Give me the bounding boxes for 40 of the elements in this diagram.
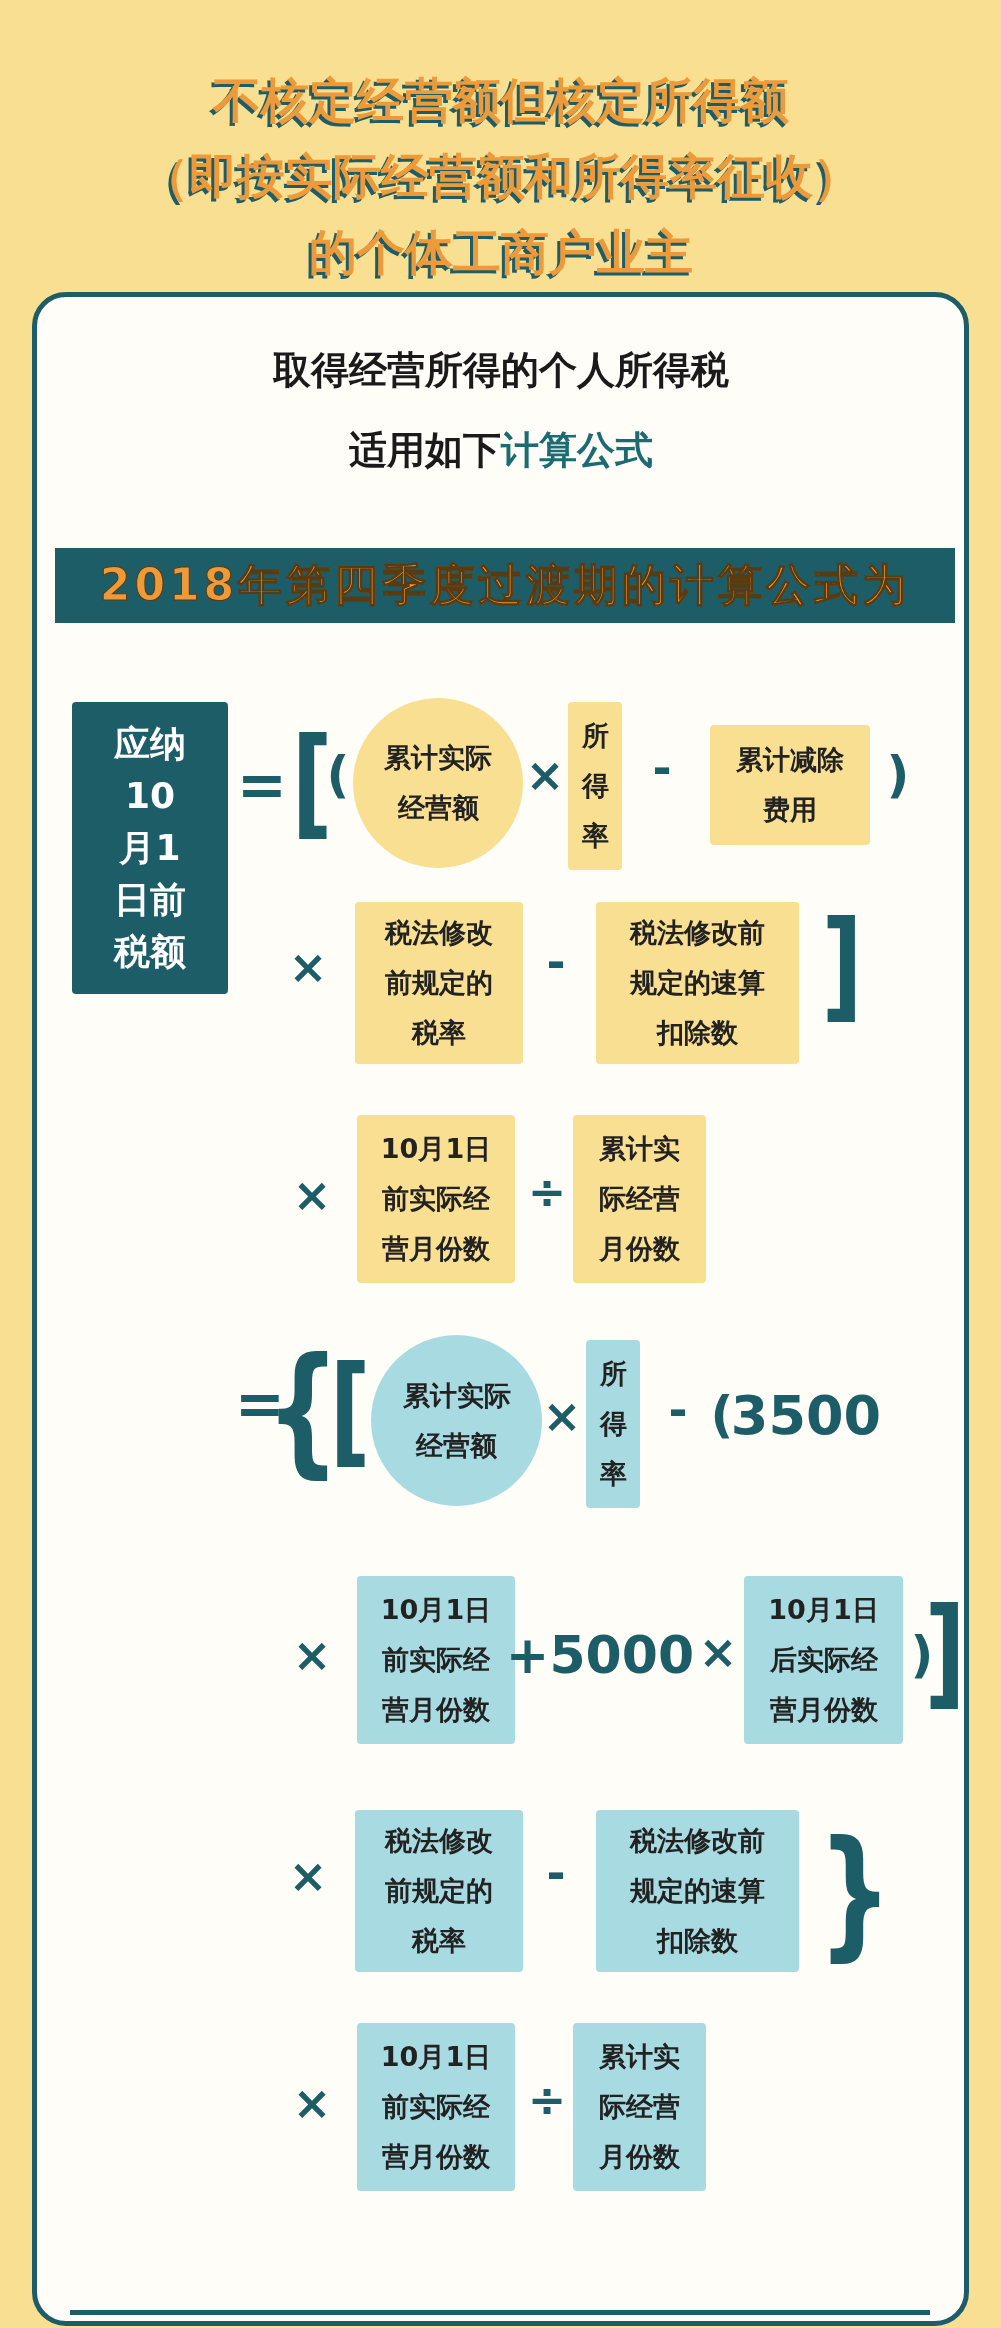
bracket: ): [886, 750, 910, 800]
bracket: }: [817, 1823, 893, 1963]
term-circle: 累计实际经营额: [353, 698, 523, 868]
term-box: 累计实际经营月份数: [573, 2023, 706, 2191]
term-box: 税法修改前规定的税率: [355, 1810, 523, 1972]
operator-sign: ×: [292, 1172, 332, 1218]
operator-sign: ÷: [527, 1169, 567, 1215]
operator-sign: ×: [288, 944, 328, 990]
term-box: 所得率: [568, 702, 622, 870]
operator-sign: ×: [542, 1393, 582, 1439]
card-panel: [32, 292, 969, 2326]
operator-sign: -: [546, 939, 566, 985]
term-box: 10月1日前实际经营月份数: [357, 1115, 515, 1283]
heading-text: 取得经营所得的个人所得税: [271, 347, 730, 394]
term-box: 10月1日前实际经营月份数: [357, 2023, 515, 2191]
operator-sign: ÷: [527, 2077, 567, 2123]
term-circle: 累计实际经营额: [371, 1335, 542, 1506]
operator-sign: ×: [525, 752, 565, 798]
term-box: 税法修改前规定的速算扣除数: [596, 902, 799, 1064]
operator-sign: ×: [292, 2080, 332, 2126]
term-box: 10月1日后实际经营月份数: [744, 1576, 903, 1744]
term-box: 税法修改前规定的税率: [355, 902, 523, 1064]
operator-sign: ×: [292, 1632, 332, 1678]
bracket: (: [326, 750, 350, 800]
term-box: 累计实际经营月份数: [573, 1115, 706, 1283]
result-box: 应纳10月1日前税额: [72, 702, 228, 994]
operator-sign: -: [668, 1387, 688, 1433]
term-box: 税法修改前规定的速算扣除数: [596, 1810, 799, 1972]
heading-text: 适用如下计算公式: [347, 427, 654, 474]
bracket: [: [329, 1350, 371, 1470]
bracket: ]: [821, 905, 863, 1025]
title: 不核定经营额但核定所得额（即按实际经营额和所得率征收）的个体工商户业主: [139, 71, 862, 282]
operator-sign: ×: [288, 1853, 328, 1899]
operator-sign: -: [546, 1850, 566, 1896]
term-box: 所得率: [586, 1340, 640, 1508]
equals-sign: =: [236, 755, 288, 815]
banner: 2018年第四季度过渡期的计算公式为: [55, 548, 955, 623]
operator-sign: -: [652, 745, 672, 791]
operator-sign: ×: [698, 1629, 738, 1675]
term-box: 累计减除费用: [710, 725, 870, 845]
